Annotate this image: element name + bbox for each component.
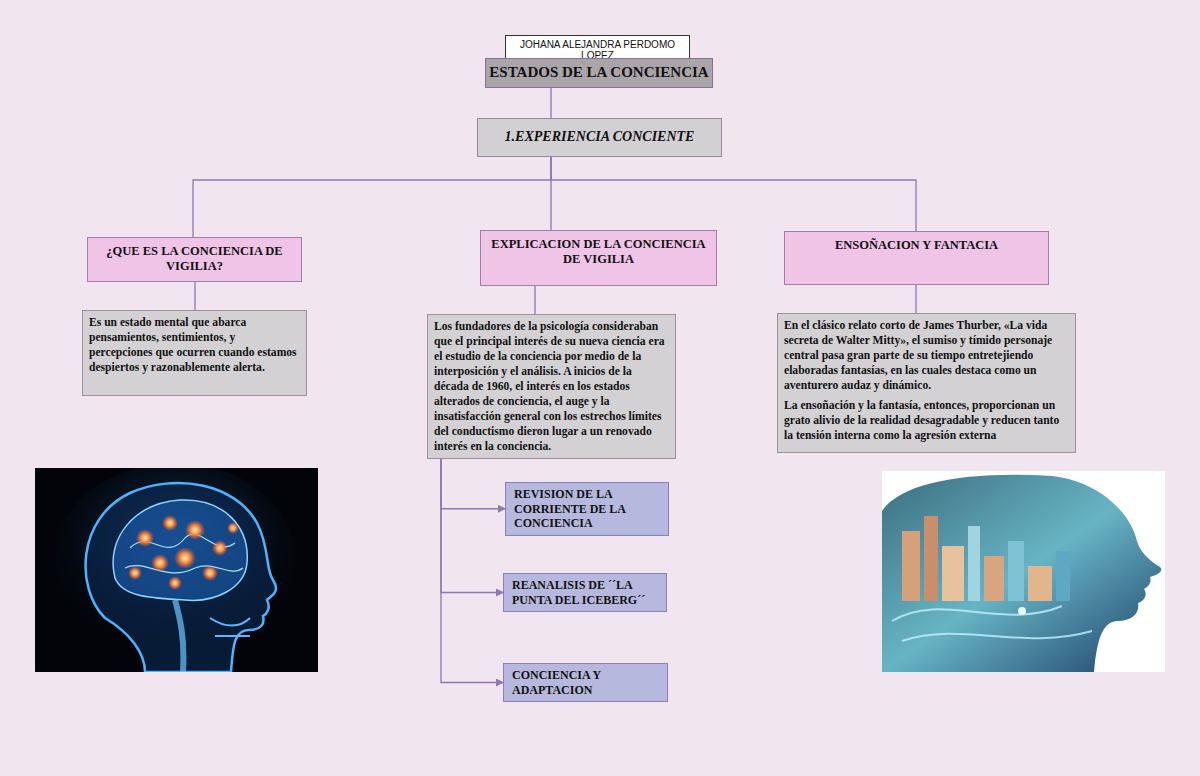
box-text: REVISION DE LA CORRIENTE DE LA CONCIENCI…: [514, 487, 660, 531]
connector-line: [534, 286, 535, 314]
box-text: ENSOÑACION Y FANTACIA: [793, 238, 1040, 253]
connector-line: [193, 157, 551, 237]
box-text: En el clásico relato corto de James Thur…: [784, 318, 1069, 393]
connector-line: [915, 285, 916, 313]
description-box: Es un estado mental que abarca pensamien…: [82, 310, 307, 396]
subtopic-box: REANALISIS DE ´´LA PUNTA DEL ICEBERG´´: [503, 573, 667, 612]
image-background: [882, 471, 1165, 672]
box-text: Los fundadores de la psicología consider…: [434, 319, 669, 454]
box-text: REANALISIS DE ´´LA PUNTA DEL ICEBERG´´: [512, 578, 658, 607]
connector-line: [441, 459, 503, 683]
brain-illustration: [35, 468, 318, 672]
title-box: ESTADOS DE LA CONCIENCIA: [485, 58, 713, 88]
city-blocks: [902, 516, 1070, 601]
connector-line: [550, 157, 551, 230]
light-point: [1018, 607, 1026, 615]
description-box: En el clásico relato corto de James Thur…: [777, 313, 1076, 453]
mind-illustration: [882, 471, 1165, 672]
face-profile: [882, 475, 1161, 672]
light-streaks: [892, 606, 1092, 641]
box-text: 1.EXPERIENCIA CONCIENTE: [478, 129, 721, 145]
box-text: ESTADOS DE LA CONCIENCIA: [486, 64, 712, 81]
connector-line: [551, 157, 916, 231]
connector-line: [550, 88, 551, 118]
section-box: 1.EXPERIENCIA CONCIENTE: [477, 118, 722, 157]
topic-box: EXPLICACION DE LA CONCIENCIA DE VIGILIA: [480, 230, 717, 286]
subtopic-box: CONCIENCIA Y ADAPTACION: [503, 663, 668, 702]
box-text: La ensoñación y la fantasía, entonces, p…: [784, 398, 1069, 443]
box-text: EXPLICACION DE LA CONCIENCIA DE VIGILIA: [489, 237, 708, 267]
connector-line: [194, 282, 195, 310]
box-text: ¿QUE ES LA CONCIENCIA DE VIGILIA?: [96, 244, 293, 274]
description-box: Los fundadores de la psicología consider…: [427, 314, 676, 459]
box-text: CONCIENCIA Y ADAPTACION: [512, 668, 659, 697]
topic-box: ENSOÑACION Y FANTACIA: [784, 231, 1049, 285]
spine: [175, 600, 183, 672]
connector-line: [441, 459, 505, 509]
connector-line: [441, 459, 503, 593]
subtopic-box: REVISION DE LA CORRIENTE DE LA CONCIENCI…: [505, 482, 669, 536]
head-outline: [86, 483, 276, 672]
jaw: [210, 618, 250, 636]
neuron-spots: [128, 515, 239, 590]
topic-box: ¿QUE ES LA CONCIENCIA DE VIGILIA?: [87, 237, 302, 282]
box-text: Es un estado mental que abarca pensamien…: [89, 315, 300, 375]
brain-shape: [113, 500, 247, 600]
